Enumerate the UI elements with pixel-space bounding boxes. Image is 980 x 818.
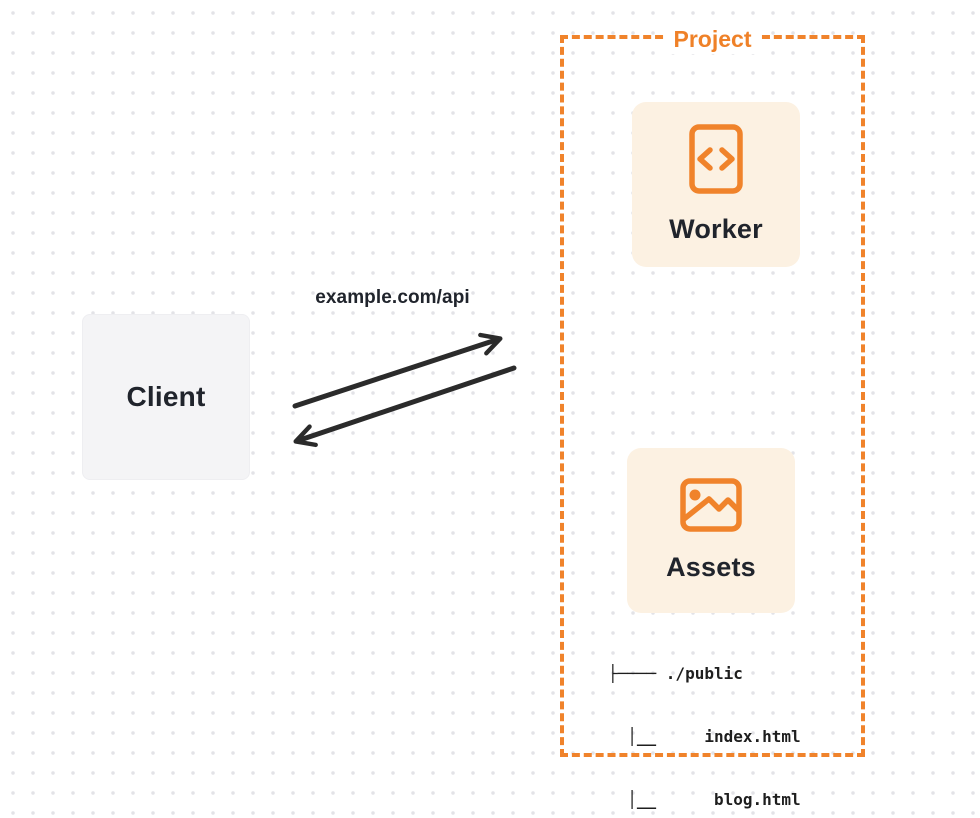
image-icon [680,478,742,532]
project-boundary: Project Worker Assets ├──── ./public │__… [560,24,865,809]
client-node: Client [82,314,250,480]
request-url-label: example.com/api [315,287,470,308]
code-document-icon [689,124,743,194]
response-arrow [293,365,517,448]
worker-label: Worker [669,214,763,244]
file-tree-line-public: ├──── ./public [608,664,743,683]
assets-label: Assets [666,552,756,582]
worker-node: Worker [632,102,800,267]
project-label: Project [665,24,760,54]
file-tree-line-blog: │__ blog.html [608,790,801,809]
assets-node: Assets [627,448,795,613]
assets-file-tree: ├──── ./public │__ index.html │__ blog.h… [608,621,801,818]
client-label: Client [126,381,206,412]
file-tree-line-index: │__ index.html [608,727,801,746]
request-arrow [292,332,503,409]
